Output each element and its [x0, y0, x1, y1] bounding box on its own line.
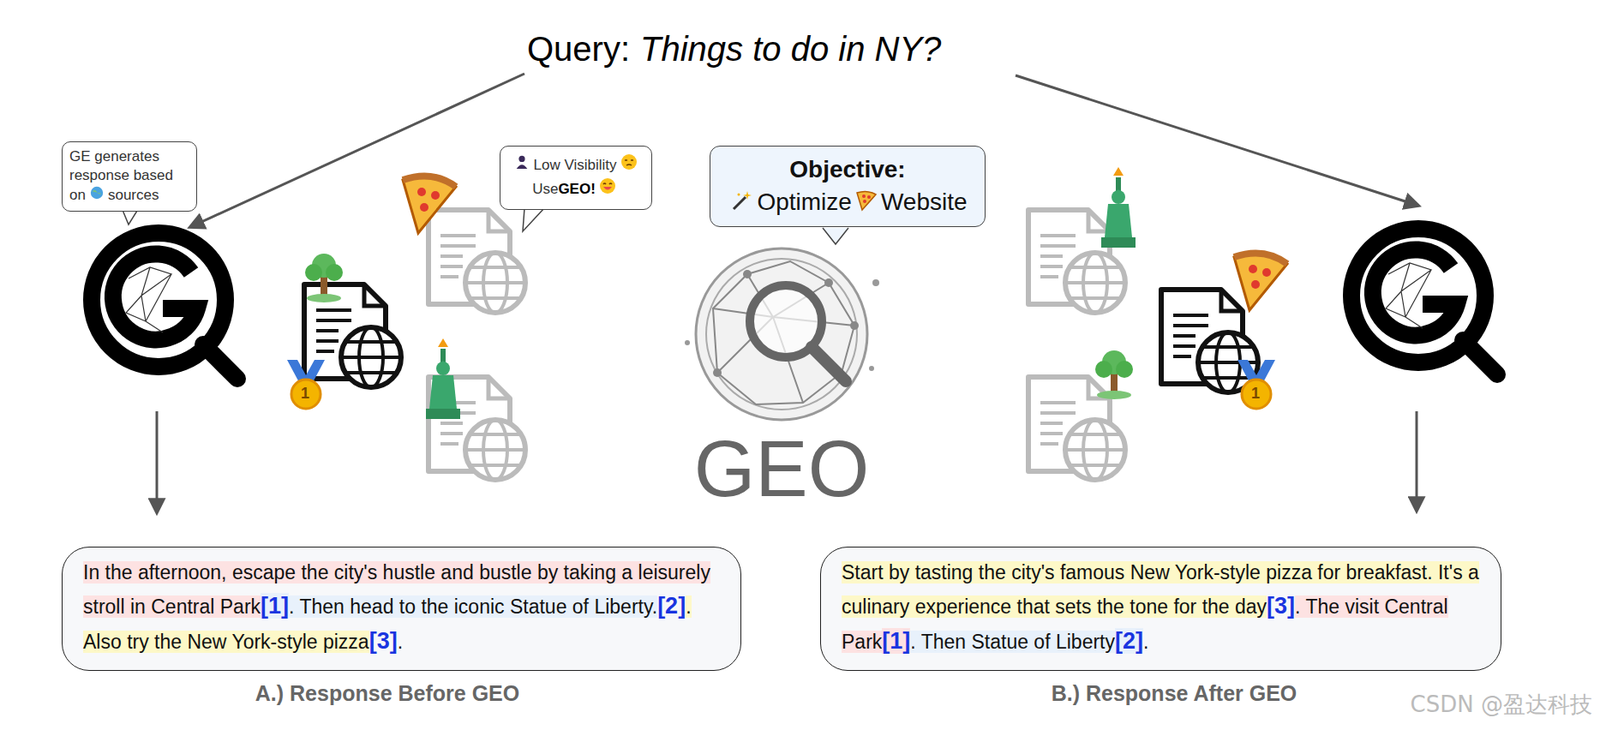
citation-number: [1] — [881, 628, 911, 654]
medal-number: 1 — [1251, 384, 1260, 403]
icon — [599, 177, 617, 202]
node-text: Low Visibility — [533, 156, 617, 174]
icon — [620, 153, 638, 178]
node-text: . Then head to the iconic Statue of Libe… — [288, 595, 658, 618]
icon — [514, 154, 530, 177]
geo-label: GEO — [694, 424, 869, 515]
watermark: CSDN @盈达科技 — [1410, 689, 1593, 720]
node-text: Website — [880, 188, 968, 216]
medal-number: 1 — [300, 384, 310, 403]
citation-number: [3] — [369, 628, 398, 654]
icon — [855, 187, 878, 221]
node-text: . — [397, 630, 403, 654]
response-box: In the afternoon, escape the city's hust… — [61, 546, 742, 672]
query-text: Things to do in NY? — [640, 29, 941, 69]
caption: B.) Response After GEO — [1051, 681, 1298, 707]
citation-number: [2] — [657, 593, 686, 619]
caption: A.) Response Before GEO — [255, 681, 520, 707]
callout-box: GE generates response based onsources — [61, 141, 198, 212]
node-text: Optimize — [756, 188, 851, 216]
node-text: . — [1143, 630, 1149, 654]
response-box: Start by tasting the city's famous New Y… — [820, 546, 1502, 672]
node-text: sources — [107, 186, 160, 204]
query-label: Query: — [527, 29, 630, 69]
icon — [89, 185, 105, 206]
citation-number: [2] — [1114, 628, 1144, 654]
node-text: GEO! — [557, 180, 595, 198]
node-text: Use — [532, 180, 558, 198]
citation-number: [1] — [260, 593, 289, 619]
citation-number: [3] — [1266, 593, 1295, 619]
icon — [731, 187, 754, 221]
node-text: . Then Statue of Liberty — [910, 630, 1115, 654]
callout-box: Objective: Optimize Website — [709, 145, 986, 228]
callout-box: Low VisibilityUseGEO! — [499, 145, 653, 210]
node-text: Objective: — [789, 155, 905, 183]
